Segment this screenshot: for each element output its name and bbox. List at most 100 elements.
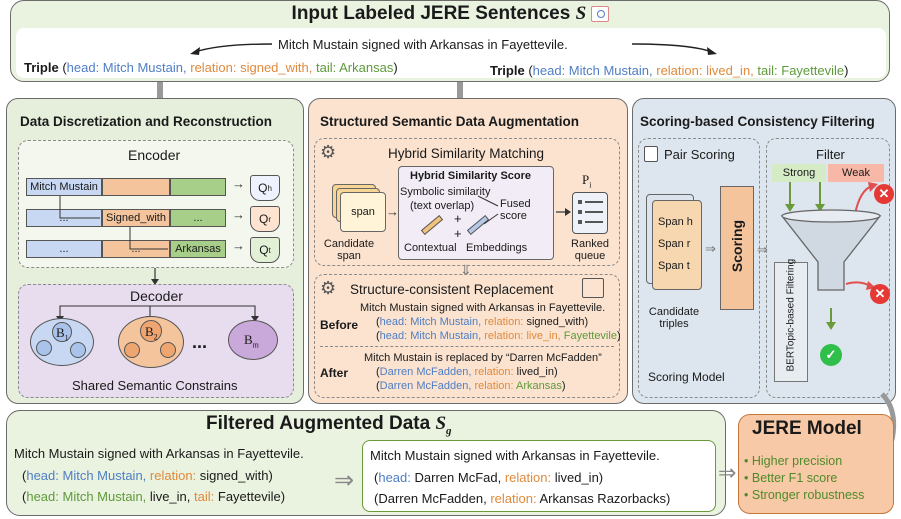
hybrid-score-title: Hybrid Similarity Score	[410, 170, 532, 182]
encoder-row1-mid	[102, 178, 170, 196]
divider	[320, 346, 614, 347]
filtering-title: Scoring-based Consistency Filtering	[640, 114, 875, 129]
model-title: JERE Model	[752, 418, 862, 439]
contextual-label: Contextual	[404, 242, 457, 254]
after-sentence: Mitch Mustain is replaced by “Darren McF…	[364, 352, 602, 364]
fused-score-label: Fused score	[500, 198, 531, 222]
filtered-left-triple-2: (head: Mitch Mustain, live_in, tail: Fay…	[22, 489, 286, 504]
bertopic-box	[774, 262, 808, 382]
arrow-right-icon: ⇒	[334, 467, 355, 494]
gear-icon: ⚙	[320, 142, 337, 162]
model-item-1: • Higher precision	[744, 454, 843, 468]
arrow-right-icon: ⇒	[705, 241, 716, 256]
gear-icon: ⚙	[320, 278, 337, 298]
scoring-model-label: Scoring Model	[648, 370, 725, 384]
ranked-queue-label: Ranked queue	[571, 238, 609, 262]
filtered-right-triple-2: (Darren McFadden, relation: Arkansas Raz…	[374, 491, 671, 506]
input-triple-2: Triple (head: Mitch Mustain, relation: l…	[490, 63, 849, 78]
decoder-label: Decoder	[130, 288, 183, 304]
embeddings-label: Embeddings	[466, 242, 528, 254]
input-title: Input Labeled JERE Sentences S	[0, 3, 901, 25]
arrow-right-icon: →	[386, 204, 399, 219]
search-icon	[591, 5, 610, 22]
discretization-title: Data Discretization and Reconstruction	[20, 114, 273, 129]
pair-scoring-label: Pair Scoring	[664, 147, 735, 162]
scoring-box	[720, 186, 754, 310]
pair-scoring-box	[638, 138, 760, 398]
arrow-right-icon: →	[232, 176, 245, 191]
model-panel	[738, 414, 894, 514]
encoder-row3-tail: Arkansas	[170, 240, 226, 258]
before-label: Before	[320, 318, 359, 332]
hybrid-score-box	[398, 166, 554, 260]
cluster-b1-node	[52, 322, 72, 342]
span-t: Span t	[658, 260, 690, 272]
fused-arrows	[477, 195, 571, 225]
filtered-right-triple-1: (head: Darren McFad, relation: lived_in)	[374, 470, 604, 485]
span-stack-front: span	[340, 192, 386, 232]
hybrid-box	[314, 138, 620, 266]
filtered-left-sentence: Mitch Mustain signed with Arkansas in Fa…	[14, 446, 304, 461]
reject-icon: ✕	[874, 184, 894, 204]
cluster-b2-node	[160, 342, 176, 358]
weak-badge: Weak	[828, 164, 884, 182]
span-r: Span r	[658, 238, 691, 250]
encoder-row1-right	[170, 178, 226, 196]
filtered-right-box	[362, 440, 716, 512]
before-triple-1: (head: Mitch Mustain, relation: signed_w…	[376, 316, 589, 328]
candidate-span-label: Candidate span	[323, 238, 375, 262]
encoder-row3-left: ...	[26, 240, 102, 258]
arrow-right-icon: →	[232, 207, 245, 222]
down-arrow-icon: ⇓	[460, 262, 472, 278]
arrow-right-icon: →	[232, 238, 245, 253]
arrow-right-icon: ⇒	[757, 242, 768, 257]
span-h: Span h	[658, 216, 693, 228]
cluster-b1-node	[70, 342, 86, 358]
scoring-label: Scoring	[729, 219, 745, 273]
input-sentence: Mitch Mustain signed with Arkansas in Fa…	[278, 37, 568, 52]
encoder-row2-right: ...	[170, 209, 226, 227]
input-inner-box	[16, 28, 886, 78]
strong-badge: Strong	[772, 164, 826, 182]
bertopic-label: BERTopic-based Filtering	[785, 258, 797, 372]
filter-box	[766, 138, 890, 398]
after-triple-1: (Darren McFadden, relation: lived_in)	[376, 366, 558, 378]
replacement-box	[314, 274, 620, 398]
before-sentence: Mitch Mustain signed with Arkansas in Fa…	[360, 302, 606, 314]
encoder-row1-head: Mitch Mustain	[26, 178, 102, 196]
decoder-caption: Shared Semantic Constrains	[72, 378, 238, 393]
filtered-title: Filtered Augmented Data Sg	[206, 413, 452, 437]
input-down-connectors	[157, 82, 463, 98]
plus-sign: +	[454, 211, 462, 226]
ranked-queue-icon	[572, 192, 608, 234]
encoder-row2-relation: Signed_with	[102, 209, 170, 227]
filter-funnel	[780, 182, 882, 330]
after-label: After	[320, 366, 349, 380]
calculator-icon	[644, 146, 658, 162]
candidate-triples-label: Candidate triples	[648, 306, 700, 330]
arrow-right-icon: ⇒	[718, 460, 737, 485]
symbolic-label: Symbolic similarity	[400, 186, 491, 198]
augmentation-title: Structured Semantic Data Augmentation	[320, 114, 580, 129]
input-triple-1: Triple (head: Mitch Mustain, relation: s…	[24, 60, 398, 75]
input-arrows	[190, 43, 717, 55]
cluster-b2-label: B2	[145, 324, 158, 342]
plus-sign: +	[454, 226, 462, 241]
cluster-ellipsis: ...	[192, 332, 208, 352]
list-icon	[582, 278, 604, 298]
filtered-right-sentence: Mitch Mustain signed with Arkansas in Fa…	[370, 448, 660, 463]
cluster-bm-label: Bm	[244, 332, 259, 350]
after-triple-2: (Darren McFadden, relation: Arkansas)	[376, 380, 566, 392]
pi-label: Pi	[582, 172, 592, 190]
before-triple-2: (head: Mitch Mustain, relation: live_in,…	[376, 330, 621, 342]
filter-label: Filter	[816, 147, 845, 162]
cluster-b1-label: B1	[56, 325, 69, 343]
replacement-title: Structure-consistent Replacement	[350, 282, 554, 297]
cluster-bm	[228, 320, 278, 360]
cluster-b2-node	[140, 320, 162, 342]
cluster-b1-node	[36, 340, 52, 356]
encoder-connectors	[59, 196, 168, 285]
